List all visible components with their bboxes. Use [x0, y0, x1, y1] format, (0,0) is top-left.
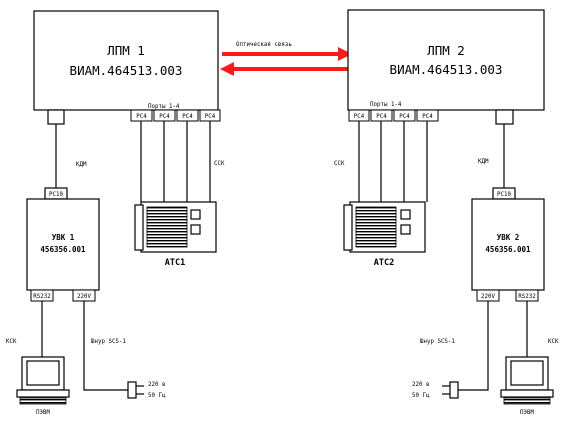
lpm2-port-2-label: PC4: [376, 114, 387, 120]
cables: КДМ КДМ ССК ССК: [55, 121, 505, 202]
lpm1-title: ЛПМ 1: [107, 43, 145, 58]
uvk2-title: УВК 2: [497, 233, 520, 242]
lpm1-kdm-connector: [47, 109, 65, 125]
mains1-freq: 50 Гц: [148, 393, 166, 399]
kdm-label-right: КДМ: [478, 159, 489, 165]
lpm1-port-2-label: PC4: [159, 114, 170, 120]
uvk2-rs232-label: RS232: [518, 294, 535, 300]
uvk1-code: 456356.001: [40, 245, 86, 254]
mains1-voltage: 220 в: [148, 382, 165, 388]
ksk-label-left: КСК: [6, 339, 17, 345]
lpm2-port-4-label: PC4: [422, 114, 433, 120]
power-cord-label-right: Шнур SCS-1: [420, 339, 455, 345]
lpm2-port-1-label: PC4: [354, 114, 365, 120]
lpm1-ports-label: Порты 1-4: [148, 104, 180, 110]
mains2-voltage: 220 в: [412, 382, 429, 388]
lpm1-port-1-label: PC4: [136, 114, 147, 120]
optical-link-label: Оптическая связь: [236, 42, 292, 48]
power-cord-label-left: Шнур SCS-1: [91, 339, 126, 345]
lpm2-title: ЛПМ 2: [427, 43, 465, 58]
ats1-label: АТС1: [165, 258, 185, 268]
lpm1-port-3-label: PC4: [182, 114, 193, 120]
uvk2-220v-label: 220V: [481, 294, 495, 300]
power-plug-right-icon: [442, 381, 459, 399]
lpm2-code: ВИАМ.464513.003: [390, 62, 503, 77]
pc2-computer-icon: ПЭВМ: [500, 356, 554, 416]
ats1-unit: АТС1: [134, 201, 217, 268]
uvk1-pc10-label: PC10: [49, 192, 63, 198]
ats2-unit: АТС2: [343, 201, 426, 268]
lpm1-unit: ЛПМ 1 ВИАМ.464513.003 Порты 1-4 PC4 PC4 …: [33, 10, 221, 125]
ksk-label-right: КСК: [548, 339, 559, 345]
lpm1-port-4-label: PC4: [205, 114, 216, 120]
uvk1-rs232-label: RS232: [33, 294, 50, 300]
lpm2-ports-label: Порты 1-4: [370, 102, 402, 108]
uvk1-title: УВК 1: [52, 233, 75, 242]
uvk2-pc10-label: PC10: [497, 192, 511, 198]
pc2-label: ПЭВМ: [520, 410, 534, 416]
ssk-label-left: ССК: [214, 161, 225, 167]
ats2-label: АТС2: [374, 258, 394, 268]
uvk1-unit: PC10 УВК 1 456356.001 RS232 220V: [26, 187, 100, 302]
lpm2-port-3-label: PC4: [399, 114, 410, 120]
mains2-freq: 50 Гц: [412, 393, 430, 399]
lpm2-kdm-connector: [495, 109, 514, 125]
lpm1-code: ВИАМ.464513.003: [70, 63, 183, 78]
power-plug-left-icon: [127, 381, 144, 399]
left-lower-cables: КСК Шнур SCS-1: [6, 301, 128, 391]
ssk-label-right: ССК: [334, 161, 345, 167]
lpm2-unit: ЛПМ 2 ВИАМ.464513.003 Порты 1-4 PC4 PC4 …: [347, 9, 545, 125]
optical-link: Оптическая связь: [220, 42, 352, 76]
uvk2-unit: PC10 УВК 2 456356.001 220V RS232: [471, 187, 545, 302]
pc1-label: ПЭВМ: [36, 410, 50, 416]
uvk1-220v-label: 220V: [77, 294, 91, 300]
uvk2-code: 456356.001: [485, 245, 531, 254]
kdm-label-left: КДМ: [76, 162, 87, 168]
pc1-computer-icon: ПЭВМ: [16, 356, 70, 416]
right-lower-cables: КСК Шнур SCS-1: [420, 301, 559, 391]
